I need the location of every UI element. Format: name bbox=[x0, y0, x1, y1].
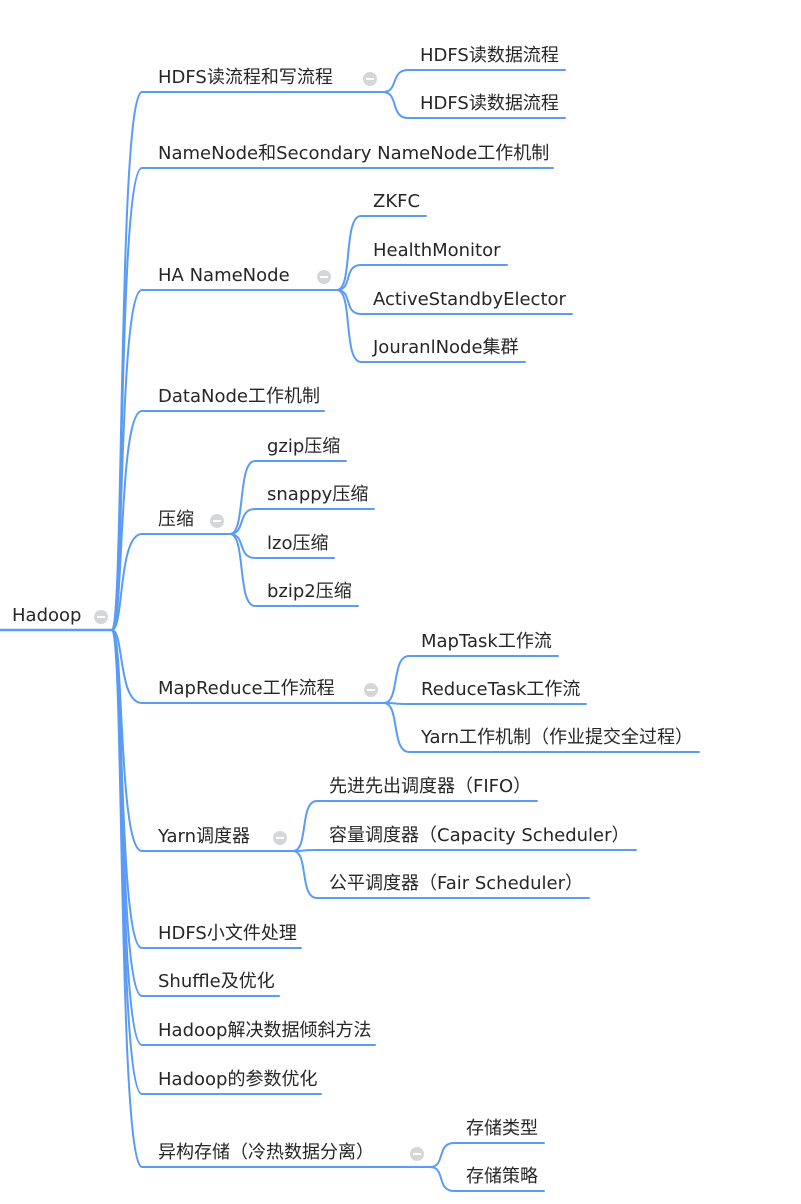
branch-node[interactable]: HDFS小文件处理 bbox=[158, 923, 297, 945]
child-connector bbox=[382, 69, 566, 93]
branch-node-label: NameNode和Secondary NameNode工作机制 bbox=[158, 143, 550, 164]
child-node[interactable]: lzo压缩 bbox=[267, 533, 328, 555]
child-connector bbox=[383, 655, 559, 704]
child-node-label: HealthMonitor bbox=[373, 240, 501, 261]
branch-connector bbox=[111, 629, 385, 704]
child-connector bbox=[229, 533, 335, 559]
child-node-label: bzip2压缩 bbox=[267, 581, 352, 602]
root-node-label: Hadoop bbox=[12, 605, 82, 626]
branch-node[interactable]: 异构存储（冷热数据分离） bbox=[158, 1142, 374, 1164]
branch-node[interactable]: MapReduce工作流程 bbox=[158, 678, 335, 700]
branch-connector bbox=[111, 629, 431, 1168]
child-connector bbox=[292, 850, 590, 899]
branch-connector bbox=[111, 410, 325, 631]
child-node[interactable]: ReduceTask工作流 bbox=[421, 679, 580, 701]
child-node-label: Yarn工作机制（作业提交全过程） bbox=[421, 727, 694, 748]
branch-collapse-icon[interactable] bbox=[210, 514, 224, 528]
child-node[interactable]: 先进先出调度器（FIFO） bbox=[329, 776, 531, 798]
child-node-label: HDFS读数据流程 bbox=[420, 45, 559, 66]
child-node[interactable]: MapTask工作流 bbox=[421, 631, 552, 653]
branch-node-label: Shuffle及优化 bbox=[158, 971, 275, 992]
child-connector bbox=[336, 263, 508, 291]
child-connector bbox=[229, 460, 347, 535]
branch-node[interactable]: 压缩 bbox=[158, 509, 194, 531]
child-connector bbox=[382, 91, 566, 119]
child-node[interactable]: ZKFC bbox=[373, 191, 420, 213]
branch-node-label: Hadoop的参数优化 bbox=[158, 1069, 318, 1090]
branch-collapse-icon[interactable] bbox=[317, 270, 331, 284]
branch-node-label: DataNode工作机制 bbox=[158, 386, 320, 407]
branch-collapse-icon[interactable] bbox=[363, 72, 377, 86]
branch-node-label: HDFS小文件处理 bbox=[158, 923, 297, 944]
child-node[interactable]: 存储策略 bbox=[466, 1166, 538, 1188]
branch-node[interactable]: DataNode工作机制 bbox=[158, 386, 320, 408]
child-node-label: snappy压缩 bbox=[267, 484, 369, 505]
child-node[interactable]: HDFS读数据流程 bbox=[420, 45, 559, 67]
branch-node[interactable]: HA NameNode bbox=[158, 265, 290, 287]
child-node[interactable]: snappy压缩 bbox=[267, 484, 368, 506]
branch-collapse-icon[interactable] bbox=[364, 683, 378, 697]
child-node-label: 存储类型 bbox=[466, 1118, 538, 1139]
child-node[interactable]: HealthMonitor bbox=[373, 240, 501, 262]
branch-connector bbox=[111, 629, 294, 852]
branch-node-label: 异构存储（冷热数据分离） bbox=[158, 1142, 374, 1163]
child-node-label: lzo压缩 bbox=[267, 533, 329, 554]
branch-node[interactable]: Yarn调度器 bbox=[158, 826, 250, 848]
child-node-label: MapTask工作流 bbox=[421, 631, 552, 652]
child-node-label: 存储策略 bbox=[466, 1166, 538, 1187]
branch-node[interactable]: Hadoop解决数据倾斜方法 bbox=[158, 1020, 371, 1042]
child-node-label: HDFS读数据流程 bbox=[420, 93, 559, 114]
child-connector bbox=[429, 1142, 545, 1168]
branch-collapse-icon[interactable] bbox=[273, 831, 287, 845]
child-connector bbox=[336, 289, 526, 363]
child-node[interactable]: 容量调度器（Capacity Scheduler） bbox=[329, 825, 630, 847]
child-connector bbox=[292, 848, 637, 852]
branch-collapse-icon[interactable] bbox=[410, 1147, 424, 1161]
branch-node-label: HDFS读流程和写流程 bbox=[158, 67, 333, 88]
child-node-label: ActiveStandbyElector bbox=[373, 289, 566, 310]
child-node-label: JouranlNode集群 bbox=[373, 337, 519, 358]
child-node-label: 先进先出调度器（FIFO） bbox=[329, 776, 532, 797]
child-connector bbox=[292, 800, 538, 852]
child-node[interactable]: 存储类型 bbox=[466, 1118, 538, 1140]
branch-node[interactable]: Hadoop的参数优化 bbox=[158, 1069, 317, 1091]
child-node[interactable]: gzip压缩 bbox=[267, 436, 340, 458]
child-node[interactable]: ActiveStandbyElector bbox=[373, 289, 566, 311]
child-node-label: 容量调度器（Capacity Scheduler） bbox=[329, 825, 630, 846]
root-collapse-icon[interactable] bbox=[94, 610, 108, 624]
child-connector bbox=[336, 289, 573, 315]
child-connector bbox=[229, 533, 359, 607]
child-node-label: 公平调度器（Fair Scheduler） bbox=[329, 873, 583, 894]
child-node[interactable]: bzip2压缩 bbox=[267, 581, 352, 603]
branch-node[interactable]: NameNode和Secondary NameNode工作机制 bbox=[158, 143, 549, 165]
branch-node-label: HA NameNode bbox=[158, 265, 290, 286]
child-node[interactable]: 公平调度器（Fair Scheduler） bbox=[329, 873, 583, 895]
branch-node[interactable]: HDFS读流程和写流程 bbox=[158, 67, 333, 89]
branch-node-label: Hadoop解决数据倾斜方法 bbox=[158, 1020, 372, 1041]
child-node[interactable]: HDFS读数据流程 bbox=[420, 93, 559, 115]
branch-node-label: Yarn调度器 bbox=[158, 826, 251, 847]
child-connector bbox=[429, 1166, 545, 1192]
child-connector bbox=[383, 702, 700, 753]
child-node-label: ZKFC bbox=[373, 191, 421, 212]
child-node-label: gzip压缩 bbox=[267, 436, 341, 457]
branch-connector bbox=[111, 91, 384, 631]
child-connector bbox=[383, 702, 587, 705]
branch-node-label: 压缩 bbox=[158, 509, 194, 530]
child-connector bbox=[229, 508, 375, 535]
child-node-label: ReduceTask工作流 bbox=[421, 679, 581, 700]
root-node[interactable]: Hadoop bbox=[12, 605, 81, 627]
child-node[interactable]: JouranlNode集群 bbox=[373, 337, 519, 359]
branch-node[interactable]: Shuffle及优化 bbox=[158, 971, 275, 993]
branch-connector bbox=[111, 533, 231, 631]
child-connector bbox=[336, 214, 427, 291]
child-node[interactable]: Yarn工作机制（作业提交全过程） bbox=[421, 727, 693, 749]
branch-node-label: MapReduce工作流程 bbox=[158, 678, 335, 699]
